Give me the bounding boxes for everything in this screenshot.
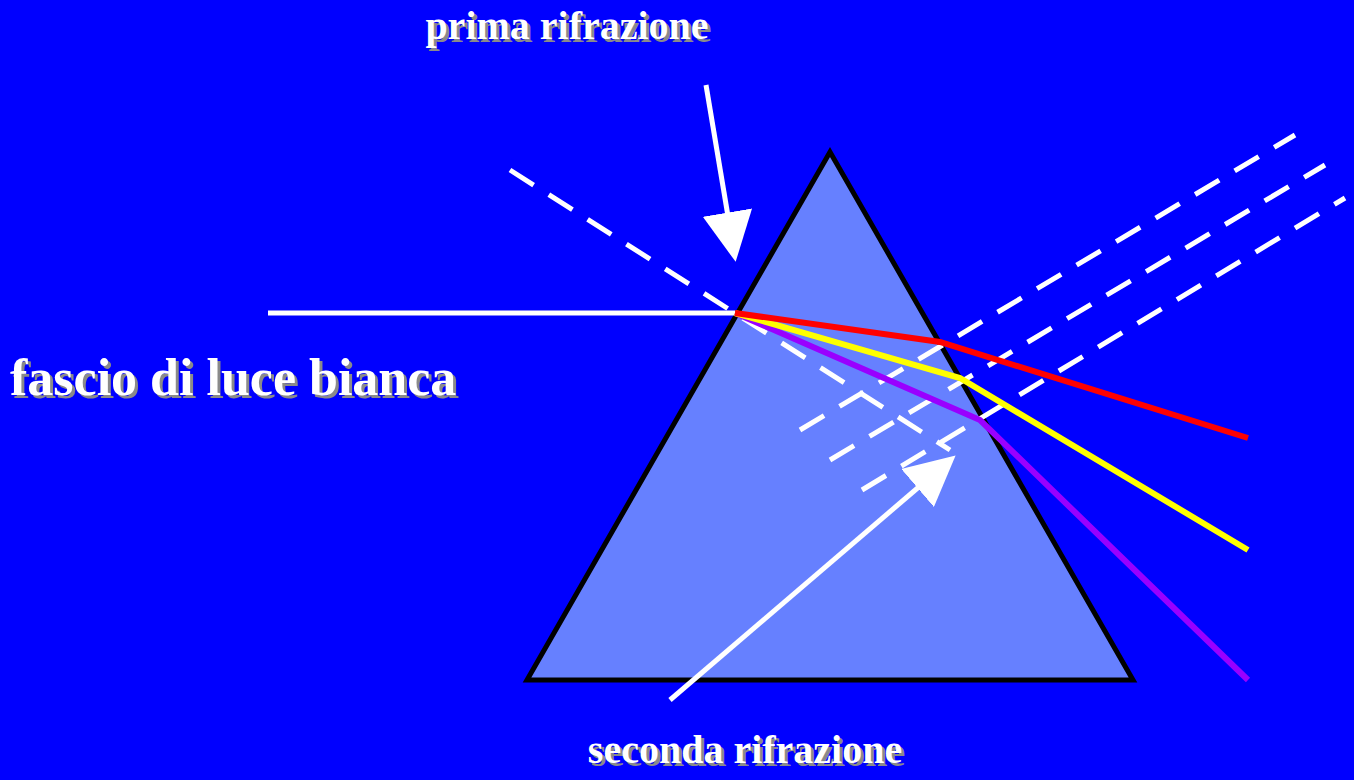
caption-label: fascio di luce bianca bbox=[10, 352, 456, 404]
caption-label: seconda rifrazione bbox=[588, 730, 902, 770]
normal-line bbox=[830, 165, 1325, 460]
white-beam bbox=[268, 311, 735, 316]
normal-line bbox=[510, 170, 950, 450]
red-ray bbox=[735, 313, 1248, 438]
violet-ray bbox=[735, 313, 1248, 680]
leader-arrow bbox=[706, 85, 734, 252]
prism bbox=[527, 152, 1133, 680]
caption-label: prima rifrazione bbox=[425, 6, 708, 46]
leader-arrow bbox=[670, 462, 948, 700]
normal-line bbox=[800, 135, 1295, 430]
yellow-ray bbox=[735, 313, 1248, 550]
